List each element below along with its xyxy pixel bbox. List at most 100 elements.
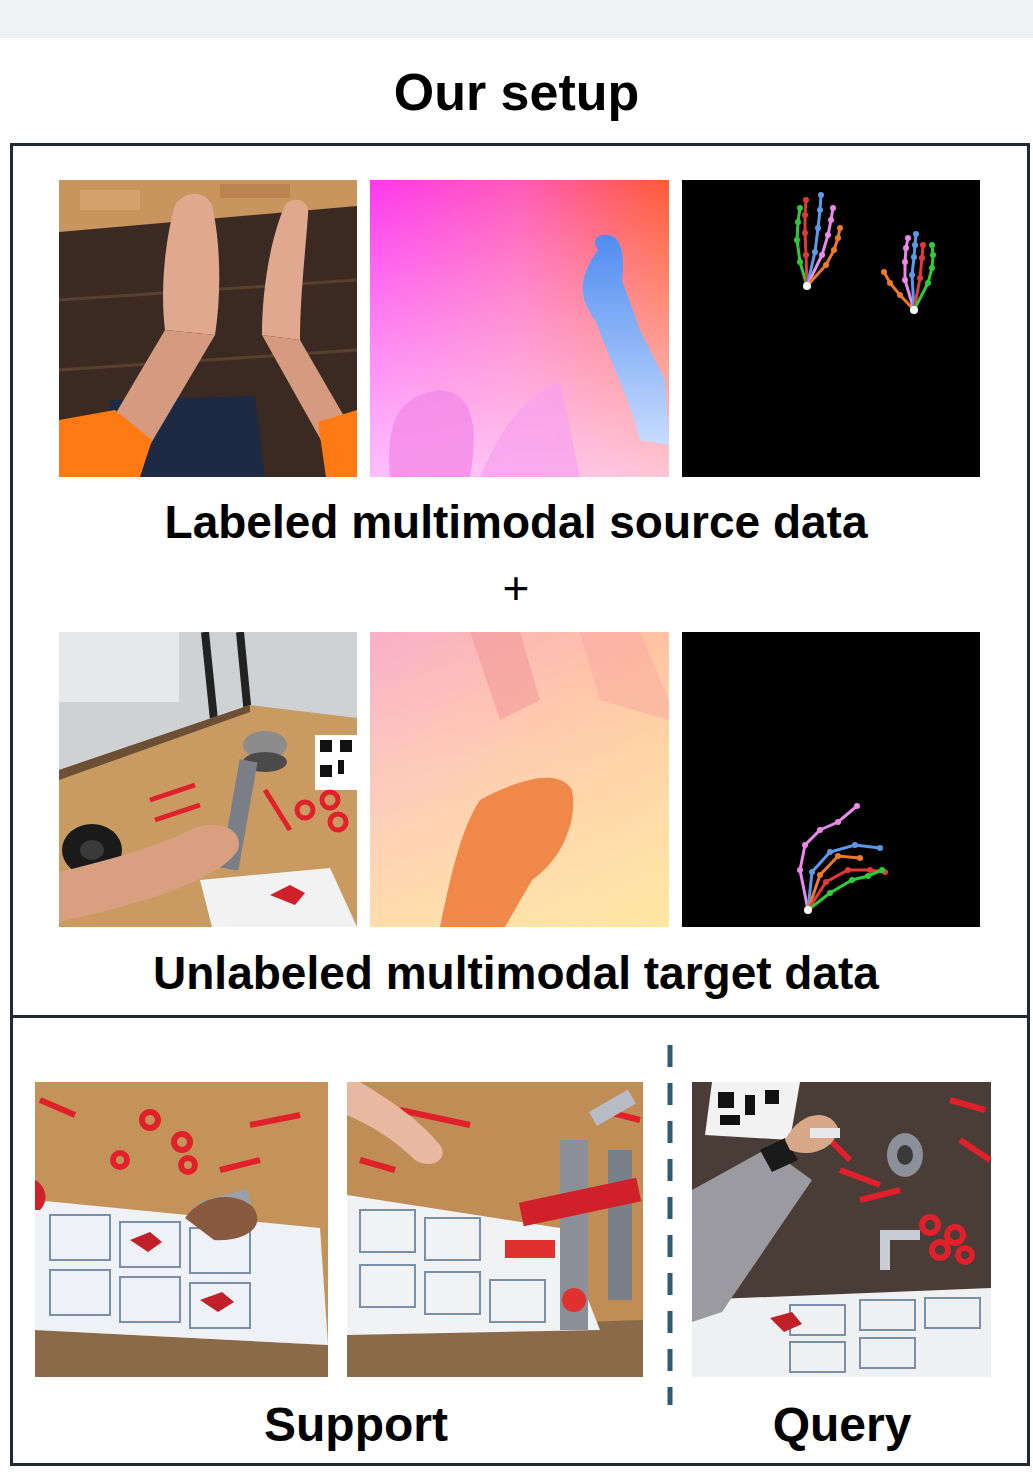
photo-part (808, 870, 882, 910)
photo-part (35, 1180, 45, 1210)
figure-title: Our setup (0, 64, 1033, 121)
photo-part (80, 190, 140, 210)
photo-part (807, 208, 833, 286)
photo-part (59, 410, 152, 477)
photo-part (947, 1227, 963, 1243)
photo-part (480, 380, 580, 477)
photo-part (347, 1082, 443, 1164)
photo-part (682, 632, 980, 927)
photo-part (583, 235, 669, 445)
panel-label: Labeled multimodal source data (165, 497, 868, 548)
photo-part (914, 245, 933, 310)
photo-part (360, 1160, 395, 1170)
photo-part (860, 1338, 915, 1368)
panel-label: Query (773, 1399, 912, 1452)
photo-part (150, 785, 195, 800)
photo-part (705, 1082, 800, 1140)
photo-part (720, 1115, 740, 1125)
photo-part (315, 735, 357, 790)
episode-panel: Support Query (10, 1015, 1030, 1466)
photo-part (692, 1148, 812, 1322)
photo-part (810, 1128, 840, 1138)
target-rgb-photo (59, 632, 357, 927)
photo-part (40, 1100, 75, 1115)
panel-label: Unlabeled multimodal target data (153, 948, 879, 999)
photo-part (370, 632, 669, 927)
photo-part (682, 180, 980, 477)
query-photo (692, 1082, 991, 1377)
photo-part (389, 390, 474, 477)
photo-part (120, 1222, 180, 1267)
photo-part (220, 1160, 260, 1170)
photo-part (200, 1292, 234, 1312)
support-photo (347, 1082, 643, 1377)
photo-part (360, 1210, 545, 1322)
photo-part (240, 632, 248, 715)
setup-panel: Labeled multimodal source data + Unlabeled… (10, 143, 1030, 1018)
photo-part (425, 1272, 480, 1314)
photo-part (200, 868, 357, 927)
photo-part (360, 1210, 415, 1252)
photo-part (113, 1153, 127, 1167)
photo-part (718, 1092, 734, 1108)
photo-part (250, 1115, 300, 1125)
panel-label: Support (264, 1399, 448, 1452)
photo-part (958, 1248, 972, 1262)
photo-part (580, 632, 669, 720)
photo-part (440, 778, 573, 927)
source-hand-skeleton (682, 180, 980, 477)
photo-part (692, 1288, 991, 1377)
photo-part (562, 1288, 586, 1312)
photo-part (910, 306, 918, 314)
photo-part (840, 1170, 880, 1185)
photo-part (860, 1300, 915, 1330)
photo-part (505, 1240, 555, 1258)
photo-part (960, 1140, 990, 1160)
source-rgb-photo (59, 180, 357, 477)
photo-part (745, 1095, 755, 1115)
photo-part (925, 1298, 980, 1328)
photo-part (120, 1277, 180, 1322)
photo-part (59, 825, 239, 922)
photo-part (220, 184, 290, 198)
photo-part (59, 632, 179, 702)
photo-part (59, 705, 250, 780)
photo-part (490, 1280, 545, 1322)
photo-part (205, 632, 215, 730)
photo-part (360, 1265, 415, 1307)
photo-part (608, 1150, 632, 1300)
photo-part (797, 195, 933, 310)
photo-part (50, 1215, 110, 1260)
photo-part (330, 814, 346, 830)
photo-part (808, 856, 860, 910)
top-band (0, 0, 1033, 38)
photo-part (338, 760, 344, 774)
photo-part (155, 805, 200, 820)
photo-part (142, 1112, 158, 1128)
photo-part (59, 180, 357, 477)
photo-part (589, 1090, 636, 1126)
target-hand-skeleton (682, 632, 980, 927)
photo-part (370, 632, 669, 927)
photo-part (790, 1298, 980, 1372)
photo-part (860, 1190, 900, 1200)
photo-part (185, 1197, 257, 1240)
photo-part (35, 1200, 328, 1345)
target-depth-map (370, 632, 669, 927)
source-depth-map (370, 180, 669, 477)
photo-part (50, 1270, 110, 1315)
photo-part (320, 765, 332, 777)
photo-part (470, 632, 540, 720)
photo-part (262, 200, 308, 340)
photo-part (347, 1082, 643, 1377)
photo-part (265, 790, 290, 830)
plus-sign: + (503, 563, 530, 614)
photo-part (770, 1312, 802, 1332)
photo-part (922, 1217, 938, 1233)
photo-part (322, 792, 338, 808)
photo-part (270, 885, 305, 905)
photo-part (790, 1342, 845, 1372)
photo-part (808, 870, 885, 910)
